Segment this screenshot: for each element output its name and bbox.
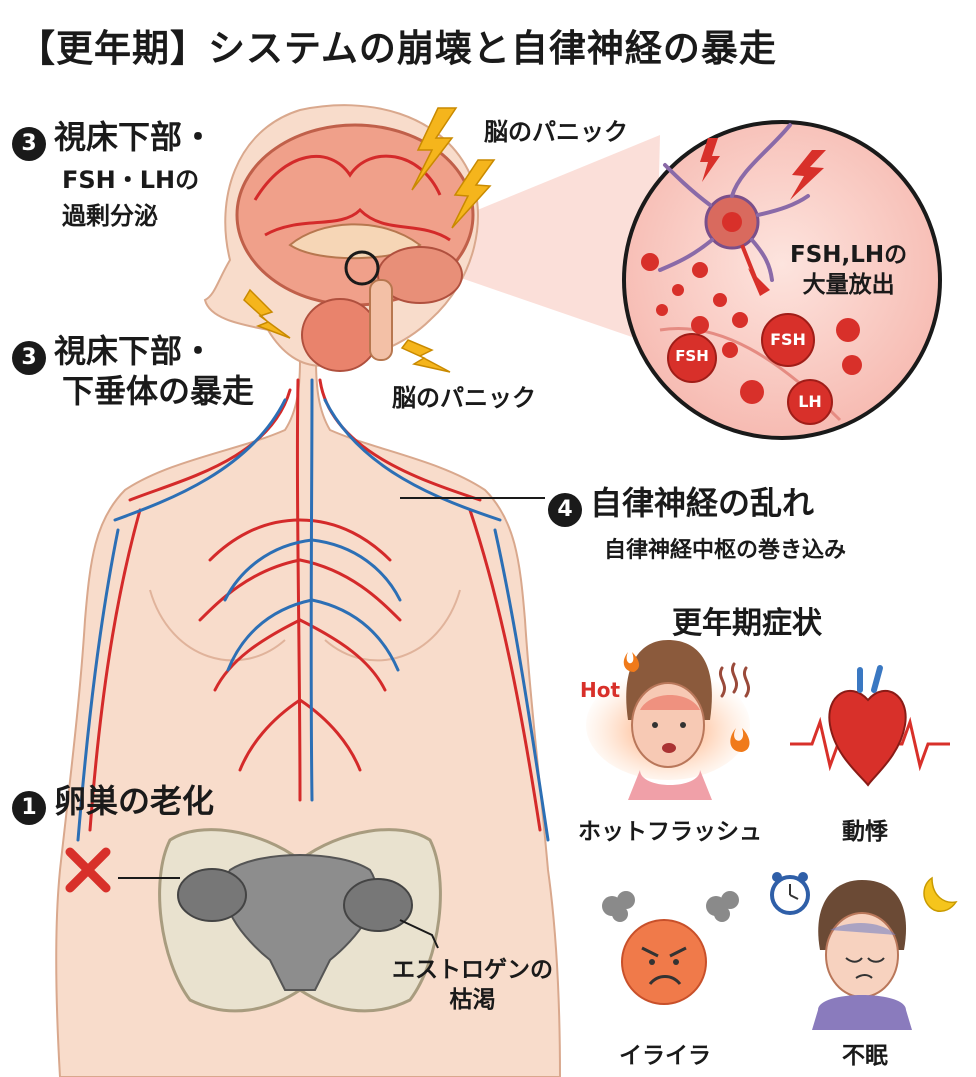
step3b-number-badge: 3 xyxy=(12,340,46,375)
symptoms-heading: 更年期症状 xyxy=(672,606,822,641)
step3b-line1: 視床下部・ xyxy=(54,332,215,370)
step4-number-badge: 4 xyxy=(548,492,582,527)
hormone-release-line2: 大量放出 xyxy=(802,272,895,298)
lh-particle xyxy=(787,379,833,425)
flame-icon xyxy=(623,652,750,752)
fsh-particle-2 xyxy=(761,313,815,367)
cross-icon xyxy=(65,847,111,893)
angry-face-icon xyxy=(621,919,707,1005)
step3b-line2: 下垂体の暴走 xyxy=(62,372,255,410)
step3a-line1: 視床下部・ xyxy=(54,118,215,156)
pituitary xyxy=(301,298,379,372)
symptom-insomnia-label: 不眠 xyxy=(842,1043,888,1069)
hypothalamus-marker xyxy=(344,250,380,286)
ovary-right xyxy=(343,878,413,932)
lh-particle-label: LH xyxy=(798,392,822,411)
step3a-line3: 過剰分泌 xyxy=(62,202,158,230)
hormone-release-label: FSH,LHの 大量放出 xyxy=(790,240,907,300)
step4-title: 自律神経の乱れ xyxy=(590,484,815,522)
steam-icon xyxy=(602,891,739,922)
step3a-line2: FSH・LHの xyxy=(62,166,200,194)
lightning-bolts xyxy=(243,107,496,373)
moon-icon xyxy=(923,876,958,913)
step3a-number-badge: 3 xyxy=(12,126,46,161)
ovary-left xyxy=(177,868,247,922)
fsh-particle-1 xyxy=(667,333,717,383)
symptom-palpitation-label: 動悸 xyxy=(842,819,888,845)
hormone-release-line1: FSH,LHの xyxy=(790,242,908,268)
brain-panic-label-top: 脳のパニック xyxy=(484,118,628,146)
heat-waves-icon xyxy=(719,662,751,698)
hormone-dots xyxy=(641,253,862,404)
symptom-irritability-label: イライラ xyxy=(619,1043,711,1069)
fsh-particle-label-1: FSH xyxy=(675,347,709,365)
brain-panic-label-bottom: 脳のパニック xyxy=(392,384,536,412)
step1-title: 卵巣の老化 xyxy=(54,782,215,820)
estrogen-line1: エストロゲンの xyxy=(392,957,553,983)
symptom-hot-flash-label: ホットフラッシュ xyxy=(578,819,762,845)
step1-number-badge: 1 xyxy=(12,790,46,825)
zoom-cone xyxy=(380,135,660,345)
estrogen-label: エストロゲンの 枯渇 xyxy=(392,955,553,1015)
estrogen-line2: 枯渇 xyxy=(449,987,496,1013)
veins xyxy=(76,378,550,842)
alarm-clock-icon xyxy=(770,872,810,915)
heart-icon xyxy=(828,689,907,787)
hot-label: Hot xyxy=(580,678,621,702)
step4-subtitle: 自律神経中枢の巻き込み xyxy=(604,538,847,563)
page-title: 【更年期】システムの崩壊と自律神経の暴走 xyxy=(18,27,777,70)
fsh-particle-label-2: FSH xyxy=(770,330,806,349)
